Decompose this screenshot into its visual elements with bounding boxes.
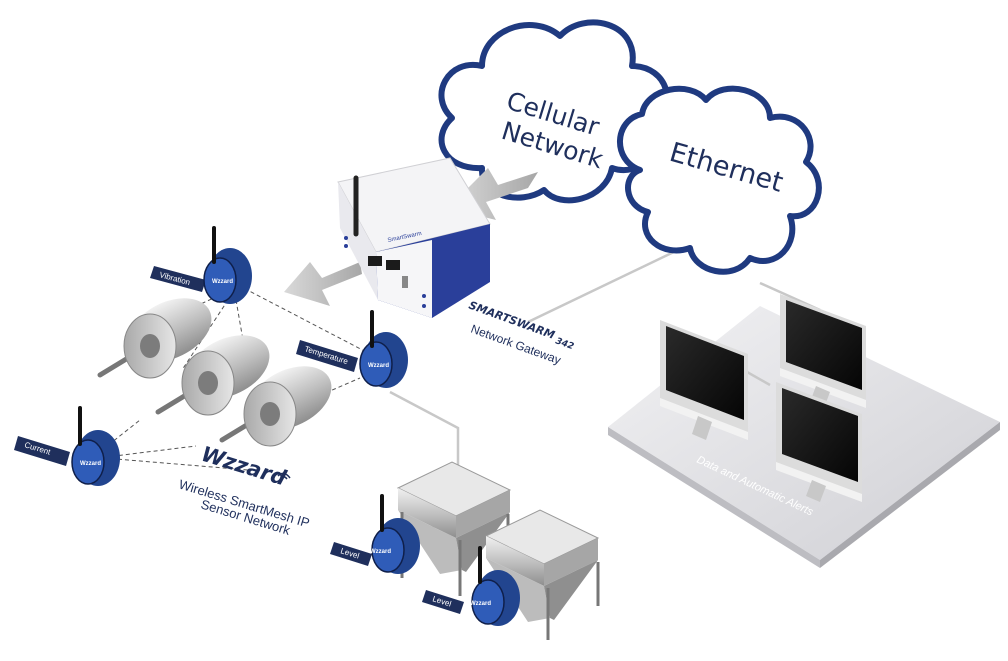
monitor-icon [780, 294, 866, 408]
gateway-label: SMARTSWARM 342 Network Gateway [467, 299, 575, 368]
current-sensor: Current Wzzard [14, 406, 120, 486]
wireless-sensor-icon: Wzzard [470, 546, 520, 626]
sensor-badge: Wzzard [212, 279, 233, 285]
motor-icon [155, 335, 270, 416]
sensor-badge: Wzzard [80, 461, 101, 467]
gateway-model: 342 [554, 336, 575, 352]
vibration-tag [150, 266, 206, 292]
vibration-sensor: Vibration Wzzard [150, 226, 252, 304]
wifi-icon [277, 472, 291, 480]
sensor-network-label: Wzzard Wireless SmartMesh IP Sensor Netw… [177, 442, 311, 538]
wireless-sensor-icon: Wzzard [203, 226, 252, 304]
hopper-tank-icon [396, 461, 512, 596]
temperature-tag [296, 340, 358, 372]
wireless-sensor-icon: Wzzard [370, 494, 420, 574]
current-tag [14, 436, 70, 466]
sensor-badge: Wzzard [368, 363, 389, 369]
level-sensor-2: Level Wzzard [422, 546, 520, 626]
wzzard-brand: Wzzard [199, 442, 290, 491]
level-sensor-1: Level Wzzard [330, 494, 420, 574]
wireless-sensor-icon: Wzzard [359, 310, 408, 388]
motor-icon [219, 366, 332, 447]
motor-icon [97, 298, 212, 379]
temperature-sensor: Temperature Wzzard [296, 310, 408, 388]
wireless-sensor-icon: Wzzard [71, 406, 120, 486]
arrow-gateway-to-sensors [284, 262, 362, 306]
monitor-icon [776, 382, 862, 502]
monitor-icon [660, 320, 748, 440]
sensor-badge: Wzzard [370, 549, 391, 555]
level-tag [330, 542, 372, 566]
sensor-badge: Wzzard [470, 601, 491, 607]
level-tag [422, 590, 464, 614]
ethernet-cloud: Ethernet [617, 85, 822, 275]
cloud-icon [617, 85, 822, 275]
gateway-router-icon: SmartSwarm [337, 157, 491, 318]
